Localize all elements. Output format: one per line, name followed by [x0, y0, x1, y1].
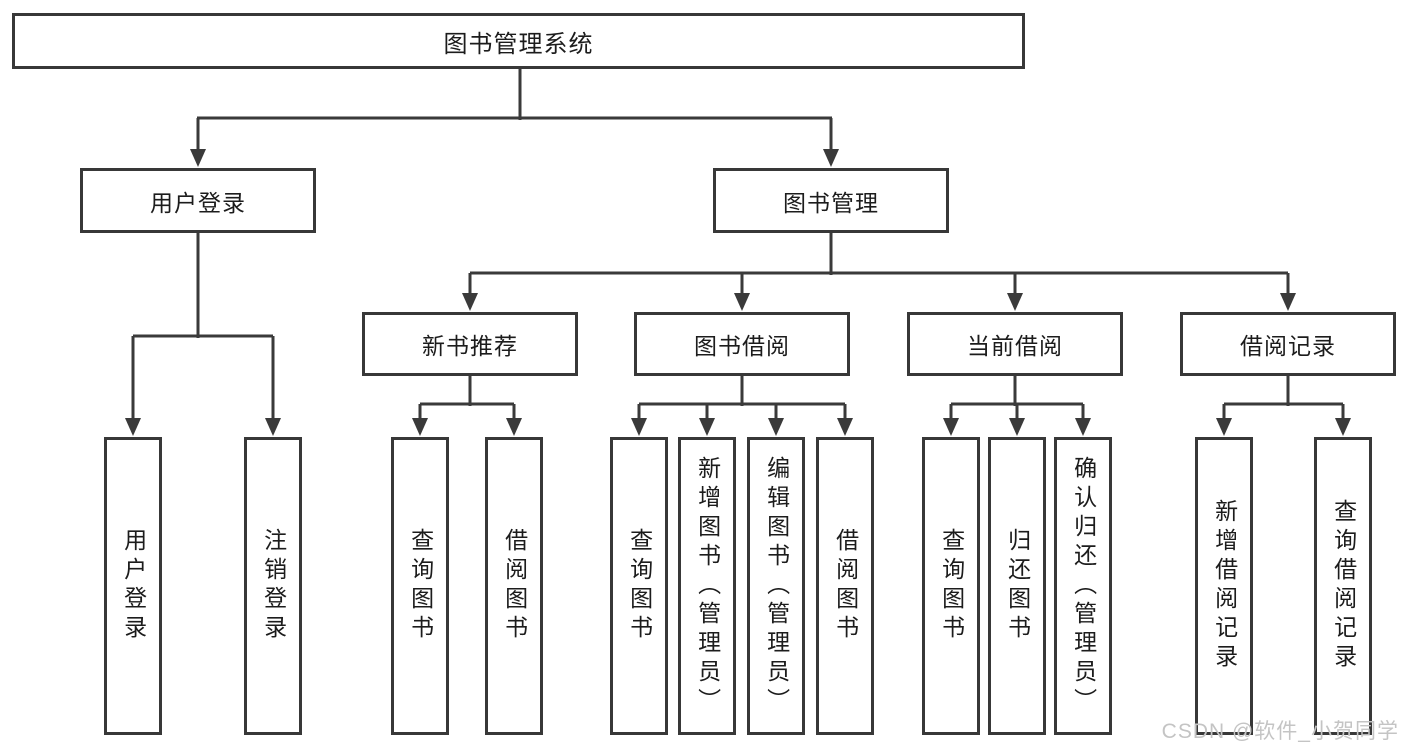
- node-label: 图书管理系统: [443, 30, 594, 58]
- arrowhead: [734, 293, 750, 311]
- leaf-query-books-recommend: 查询图书: [391, 437, 449, 735]
- leaf-query-books-borrowing: 查询图书: [610, 437, 668, 735]
- node-label: 新书推荐: [422, 333, 518, 359]
- arrowhead: [1335, 418, 1351, 436]
- node-label: 注销登录: [260, 528, 287, 644]
- arrowhead: [1216, 418, 1232, 436]
- node-label: 图书管理: [783, 189, 879, 216]
- leaf-add-book-admin: 新增图书（管理员）: [678, 437, 736, 735]
- node-borrowing-records: 借阅记录: [1180, 312, 1396, 376]
- leaf-add-borrow-record: 新增借阅记录: [1195, 437, 1253, 735]
- node-label: 确认归还（管理员）: [1070, 455, 1097, 717]
- arrowhead: [1075, 418, 1091, 436]
- leaf-confirm-return-admin: 确认归还（管理员）: [1054, 437, 1112, 735]
- node-label: 查询图书: [626, 528, 653, 644]
- leaf-query-borrow-record: 查询借阅记录: [1314, 437, 1372, 735]
- node-label: 借阅图书: [832, 528, 859, 644]
- node-label: 新增图书（管理员）: [694, 455, 721, 717]
- leaf-logout: 注销登录: [244, 437, 302, 735]
- node-book-management: 图书管理: [713, 168, 949, 233]
- leaf-query-books-current: 查询图书: [922, 437, 980, 735]
- node-label: 用户登录: [120, 528, 147, 644]
- arrowhead: [1009, 418, 1025, 436]
- node-current-borrowing: 当前借阅: [907, 312, 1123, 376]
- arrowhead: [768, 418, 784, 436]
- node-label: 查询图书: [938, 528, 965, 644]
- node-label: 借阅记录: [1240, 333, 1336, 359]
- arrowhead: [837, 418, 853, 436]
- node-book-borrowing: 图书借阅: [634, 312, 850, 376]
- arrowhead: [462, 293, 478, 311]
- node-label: 编辑图书（管理员）: [763, 455, 790, 717]
- arrowhead: [1007, 293, 1023, 311]
- arrowhead: [125, 418, 141, 436]
- leaf-edit-book-admin: 编辑图书（管理员）: [747, 437, 805, 735]
- node-label: 新增借阅记录: [1211, 499, 1238, 673]
- node-label: 查询图书: [407, 528, 434, 644]
- arrowhead: [506, 418, 522, 436]
- arrowhead: [943, 418, 959, 436]
- arrowhead: [412, 418, 428, 436]
- node-label: 用户登录: [150, 189, 246, 216]
- arrowhead: [699, 418, 715, 436]
- node-new-book-recommend: 新书推荐: [362, 312, 578, 376]
- node-label: 借阅图书: [501, 528, 528, 644]
- node-user-login: 用户登录: [80, 168, 316, 233]
- arrowhead: [1280, 293, 1296, 311]
- node-label: 查询借阅记录: [1330, 499, 1357, 673]
- arrowhead: [265, 418, 281, 436]
- node-label: 图书借阅: [694, 333, 790, 359]
- leaf-user-login: 用户登录: [104, 437, 162, 735]
- leaf-return-book: 归还图书: [988, 437, 1046, 735]
- node-label: 归还图书: [1004, 528, 1031, 644]
- arrowhead: [823, 149, 839, 167]
- node-root-system: 图书管理系统: [12, 13, 1025, 69]
- arrowhead: [631, 418, 647, 436]
- leaf-borrow-books: 借阅图书: [816, 437, 874, 735]
- arrowhead: [190, 149, 206, 167]
- leaf-borrow-books-recommend: 借阅图书: [485, 437, 543, 735]
- node-label: 当前借阅: [967, 333, 1063, 359]
